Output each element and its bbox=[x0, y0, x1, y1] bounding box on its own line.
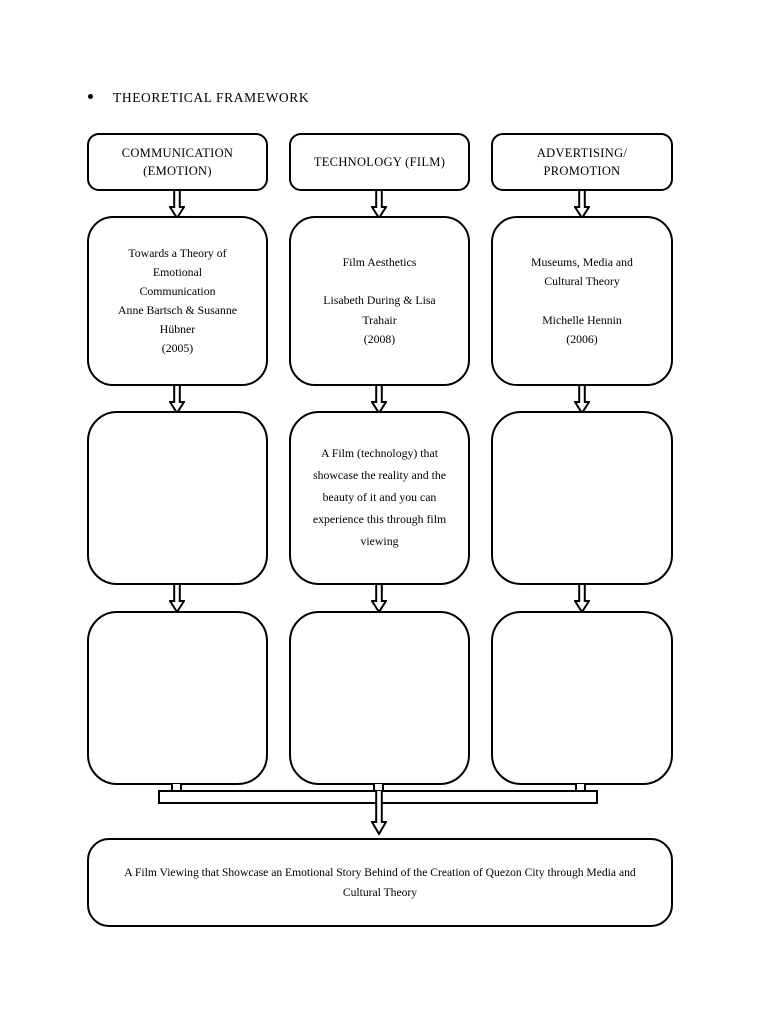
arrow-down-icon bbox=[574, 583, 590, 613]
arrow-down-icon bbox=[169, 189, 185, 219]
citation-line: Michelle Hennin bbox=[542, 312, 622, 327]
citation-box-technology[interactable]: Film Aesthetics Lisabeth During & Lisa T… bbox=[289, 216, 470, 386]
header-line-1: ADVERTISING/ bbox=[536, 145, 628, 160]
citation-line: Trahair bbox=[362, 312, 397, 327]
citation-box-advertising[interactable]: Museums, Media and Cultural Theory Miche… bbox=[491, 216, 673, 386]
content-box-communication-row4[interactable] bbox=[87, 611, 268, 785]
citation-line: Lisabeth During & Lisa bbox=[323, 293, 436, 308]
header-line-2: (EMOTION) bbox=[143, 164, 212, 178]
citation-line: Anne Bartsch & Susanne bbox=[118, 303, 237, 317]
citation-line: Cultural Theory bbox=[544, 274, 620, 289]
citation-line: Museums, Media and bbox=[531, 255, 633, 270]
citation-line: (2006) bbox=[566, 331, 598, 346]
citation-line: (2005) bbox=[161, 341, 194, 356]
page-heading: THEORETICAL FRAMEWORK bbox=[88, 90, 309, 106]
header-box-advertising[interactable]: ADVERTISING/ PROMOTION bbox=[491, 133, 673, 191]
content-box-technology-row4[interactable] bbox=[289, 611, 470, 785]
content-box-advertising-row3[interactable] bbox=[491, 411, 673, 585]
page-title: THEORETICAL FRAMEWORK bbox=[113, 90, 310, 105]
conclusion-text: A Film Viewing that Showcase an Emotiona… bbox=[124, 865, 636, 899]
header-box-communication[interactable]: COMMUNICATION (EMOTION) bbox=[87, 133, 268, 191]
arrow-down-icon bbox=[371, 583, 387, 613]
arrow-down-icon bbox=[169, 583, 185, 613]
arrow-down-icon bbox=[574, 189, 590, 219]
citation-line: Hübner bbox=[159, 322, 196, 337]
citation-line: Communication bbox=[139, 283, 216, 298]
arrow-down-icon bbox=[169, 384, 185, 414]
arrow-down-icon bbox=[371, 384, 387, 414]
bullet-dot-icon bbox=[88, 94, 93, 99]
citation-line: Film Aesthetics bbox=[342, 255, 417, 270]
arrow-down-icon bbox=[371, 189, 387, 219]
content-box-communication-row3[interactable] bbox=[87, 411, 268, 585]
conclusion-box[interactable]: A Film Viewing that Showcase an Emotiona… bbox=[87, 838, 673, 927]
citation-line: Towards a Theory of bbox=[128, 245, 227, 260]
arrow-down-icon bbox=[371, 790, 387, 835]
citation-line: (2008) bbox=[363, 331, 396, 346]
header-line-1: COMMUNICATION bbox=[121, 145, 234, 160]
header-line-1: TECHNOLOGY (FILM) bbox=[313, 154, 446, 169]
content-box-advertising-row4[interactable] bbox=[491, 611, 673, 785]
citation-line: Emotional bbox=[152, 264, 203, 279]
citation-line-spacer bbox=[505, 291, 659, 310]
header-line-2: PROMOTION bbox=[543, 164, 621, 178]
content-box-technology-row3[interactable]: A Film (technology) that showcase the re… bbox=[289, 411, 470, 585]
content-text: A Film (technology) that showcase the re… bbox=[312, 446, 447, 548]
citation-box-communication[interactable]: Towards a Theory of Emotional Communicat… bbox=[87, 216, 268, 386]
citation-line-spacer bbox=[303, 272, 456, 291]
header-box-technology[interactable]: TECHNOLOGY (FILM) bbox=[289, 133, 470, 191]
arrow-down-icon bbox=[574, 384, 590, 414]
